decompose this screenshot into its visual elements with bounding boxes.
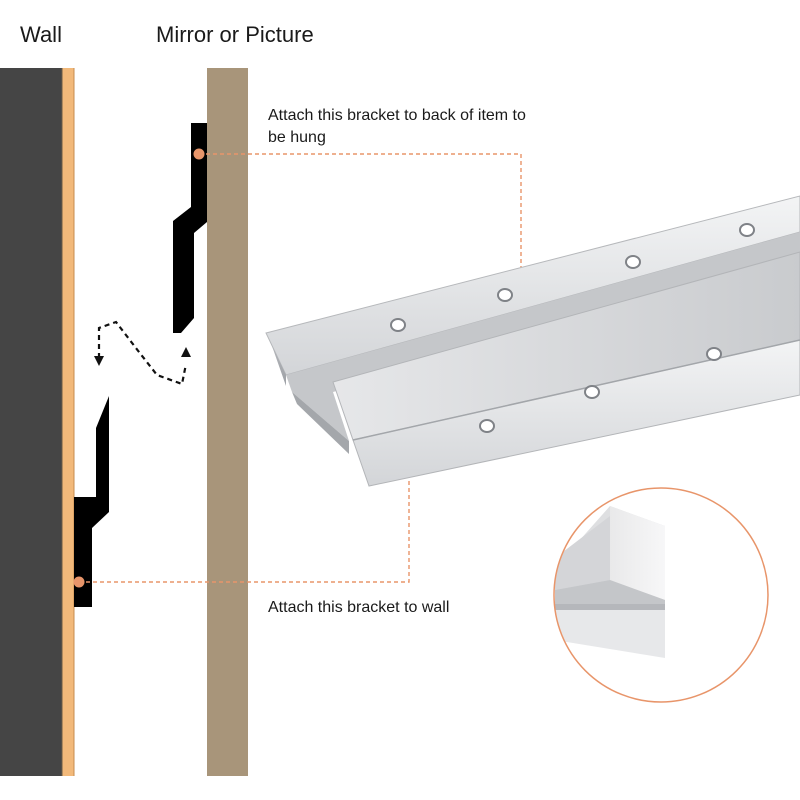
- wall-label: Wall: [20, 22, 62, 47]
- up-arrowhead-icon: [181, 347, 191, 357]
- top-bracket-note: Attach this bracket to back of item to b…: [268, 107, 526, 146]
- bottom-bracket-note: Attach this bracket to wall: [268, 599, 450, 616]
- mirror-panel: [207, 68, 248, 776]
- mounting-holes: [390, 223, 755, 433]
- lower-bracket: [74, 396, 109, 607]
- upper-bracket: [173, 123, 207, 333]
- wall: [0, 68, 64, 776]
- down-arrowhead-icon: [94, 356, 104, 366]
- callout-dot-icon: [73, 576, 85, 588]
- callout-dot-icon: [193, 148, 205, 160]
- aluminum-rail-front: [332, 251, 800, 487]
- wall-surface-strip: [62, 68, 74, 776]
- mirror-label: Mirror or Picture: [156, 22, 314, 47]
- up-down-arrow-icon: [97, 320, 188, 386]
- magnifier-circle-icon: [553, 487, 769, 703]
- callout-lines: [79, 153, 522, 583]
